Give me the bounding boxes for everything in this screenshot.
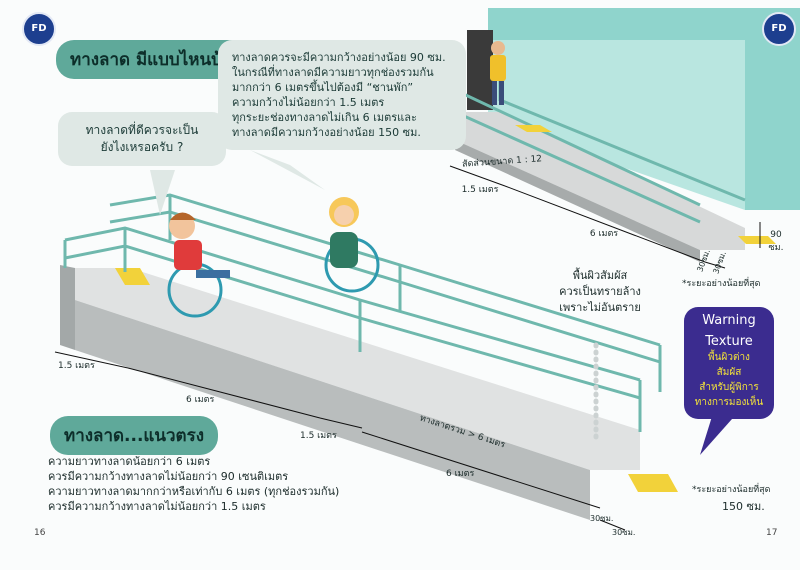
question-bubble-tail bbox=[150, 170, 175, 215]
lower-length-1: 6 เมตร bbox=[186, 395, 215, 405]
building-side bbox=[488, 40, 745, 210]
warning-title-line: Warning bbox=[702, 313, 756, 328]
rules-list: ความยาวทางลาดน้อยกว่า 6 เมตร ควรมีความกว… bbox=[48, 454, 339, 514]
lower-ramp-surface bbox=[75, 268, 640, 470]
warning-body-line: สำหรับผู้พิการ bbox=[699, 382, 759, 393]
upper-ramp-surface bbox=[455, 112, 745, 250]
question-line: ยังไงเหรอครับ ? bbox=[100, 140, 184, 154]
lower-edge-b: 30ซม. bbox=[612, 528, 636, 537]
upper-length-label: 6 เมตร bbox=[589, 229, 619, 239]
question-bubble: ทางลาดที่ดีควรจะเป็น ยังไงเหรอครับ ? bbox=[58, 112, 226, 166]
answer-line: มากกว่า 6 เมตรขึ้นไปต้องมี “ชานพัก” bbox=[232, 81, 414, 94]
warning-body-line: สัมผัส bbox=[716, 367, 742, 378]
answer-line: ทุกระยะช่องทางลาดไม่เกิน 6 เมตรและ bbox=[232, 111, 417, 124]
lower-rail-back-top bbox=[109, 193, 661, 347]
rail-posts bbox=[63, 195, 662, 432]
answer-line: ทางลาดควรจะมีความกว้างอย่างน้อย 90 ซม. bbox=[232, 51, 446, 64]
upper-width-label: 90 ซม. bbox=[768, 230, 784, 253]
lower-landing-mid: 1.5 เมตร bbox=[300, 431, 337, 441]
wheelchair-girl bbox=[324, 197, 380, 293]
section-title: ทางลาด...แนวตรง bbox=[50, 416, 219, 455]
lower-edge-a: 30ซม. bbox=[590, 514, 614, 523]
warning-texture-bubble: Warning Texture พื้นผิวต่าง สัมผัส สำหรั… bbox=[684, 307, 774, 419]
upper-rail-mid bbox=[454, 88, 701, 207]
upper-tactile-bottom bbox=[738, 236, 776, 244]
upper-ramp-edge bbox=[455, 140, 700, 262]
fd-logo-left: FD bbox=[22, 12, 56, 46]
upper-min-note: *ระยะอย่างน้อยที่สุด bbox=[682, 279, 761, 289]
warning-bubble-tail bbox=[700, 410, 740, 455]
lower-tactile-bottom bbox=[628, 474, 678, 492]
upper-tactile-top bbox=[515, 125, 552, 132]
surface-note-line: ควรเป็นทรายล้าง bbox=[559, 285, 641, 298]
person-leg-left bbox=[492, 81, 497, 105]
lower-rail-top bbox=[64, 226, 641, 382]
surface-note-line: เพราะไม่อันตราย bbox=[559, 301, 641, 314]
lower-dimension-lines bbox=[54, 351, 626, 531]
question-line: ทางลาดที่ดีควรจะเป็น bbox=[85, 123, 199, 137]
answer-line: ความกว้างไม่น้อยกว่า 1.5 เมตร bbox=[232, 96, 385, 109]
lower-tactile-top bbox=[115, 268, 150, 285]
rule-item: ความยาวทางลาดมากกว่าหรือเท่ากับ 6 เมตร (… bbox=[48, 485, 340, 498]
lower-landing-start: 1.5 เมตร bbox=[58, 361, 95, 371]
lower-rail-mid bbox=[64, 244, 641, 400]
answer-bubble: ทางลาดควรจะมีความกว้างอย่างน้อย 90 ซม. ใ… bbox=[218, 40, 466, 150]
person-body bbox=[490, 55, 506, 81]
person-leg-right bbox=[499, 81, 504, 105]
warning-body-line: พื้นผิวต่าง bbox=[708, 352, 750, 363]
rule-item: ควรมีความกว้างทางลาดไม่น้อยกว่า 1.5 เมตร bbox=[48, 500, 266, 513]
rule-item: ควรมีความกว้างทางลาดไม่น้อยกว่า 90 เซนติ… bbox=[48, 470, 289, 483]
wheelchair-boy bbox=[167, 212, 230, 318]
person-head bbox=[491, 41, 505, 55]
rule-item: ความยาวทางลาดน้อยกว่า 6 เมตร bbox=[48, 455, 211, 468]
page-number-left: 16 bbox=[34, 528, 46, 538]
answer-line: ทางลาดมีความกว้างอย่างน้อย 150 ซม. bbox=[232, 126, 421, 139]
upper-dimension-lines bbox=[449, 165, 761, 269]
answer-bubble-tail bbox=[250, 150, 325, 190]
warning-title-line: Texture bbox=[705, 334, 753, 349]
lower-rail-back-mid bbox=[109, 210, 661, 364]
surface-note: พื้นผิวสัมผัส ควรเป็นทรายล้าง เพราะไม่อั… bbox=[552, 268, 648, 316]
lower-length-2: 6 เมตร bbox=[446, 469, 475, 479]
fd-logo-right: FD bbox=[762, 12, 796, 46]
surface-note-line: พื้นผิวสัมผัส bbox=[572, 269, 628, 282]
lower-min-note: *ระยะอย่างน้อยที่สุด bbox=[692, 485, 771, 495]
page-number-right: 17 bbox=[766, 528, 778, 538]
lower-ramp-end bbox=[60, 265, 75, 350]
lower-ramp-side bbox=[75, 300, 590, 520]
answer-line: ในกรณีที่ทางลาดมีความยาวทุกช่องรวมกัน bbox=[232, 66, 434, 79]
upper-landing-label: 1.5 เมตร bbox=[461, 185, 499, 195]
lower-min-value: 150 ซม. bbox=[722, 500, 765, 513]
warning-body-line: ทางการมองเห็น bbox=[694, 397, 764, 408]
